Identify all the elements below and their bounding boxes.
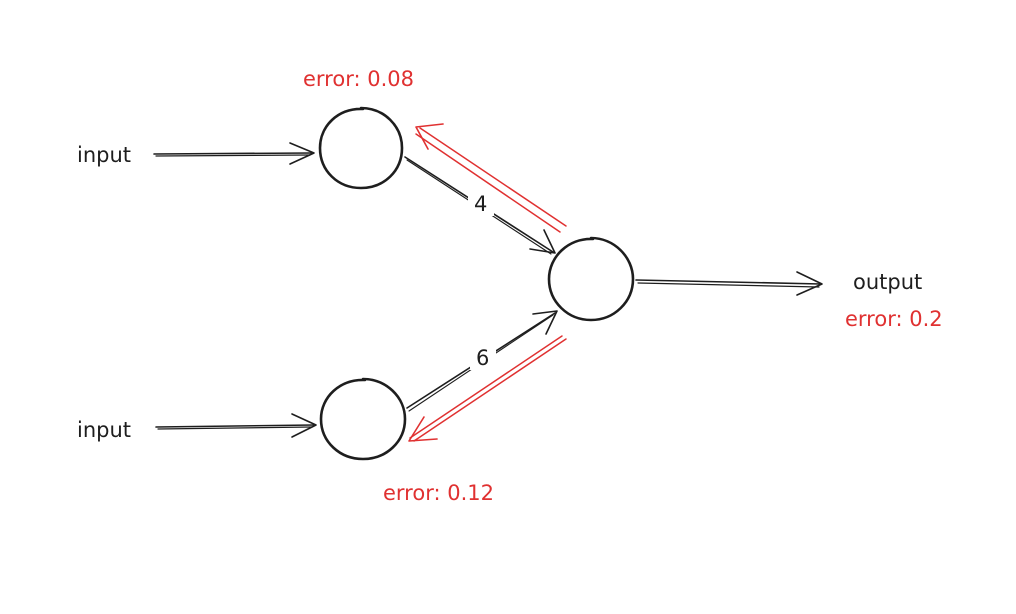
output-neuron — [547, 236, 635, 322]
output-label: output — [853, 270, 922, 294]
hidden-neuron-top — [318, 106, 404, 190]
error-arrow-bottom — [408, 335, 567, 442]
error-label-hidden-bottom: error: 0.12 — [383, 481, 494, 505]
input-arrow-bottom — [155, 413, 317, 438]
input-label-bottom: input — [77, 418, 131, 442]
input-arrow-top — [153, 142, 315, 165]
weight-label-bottom: 6 — [476, 346, 489, 370]
weight-label-bg-top — [468, 188, 494, 216]
error-arrow-top — [415, 123, 567, 233]
error-label-hidden-top: error: 0.08 — [303, 67, 414, 91]
weight-label-bg-bottom — [470, 342, 496, 370]
output-arrow — [635, 271, 823, 296]
hidden-neuron-bottom — [319, 377, 407, 461]
input-label-top: input — [77, 143, 131, 167]
weight-label-top: 4 — [474, 192, 487, 216]
error-label-output: error: 0.2 — [845, 307, 943, 331]
